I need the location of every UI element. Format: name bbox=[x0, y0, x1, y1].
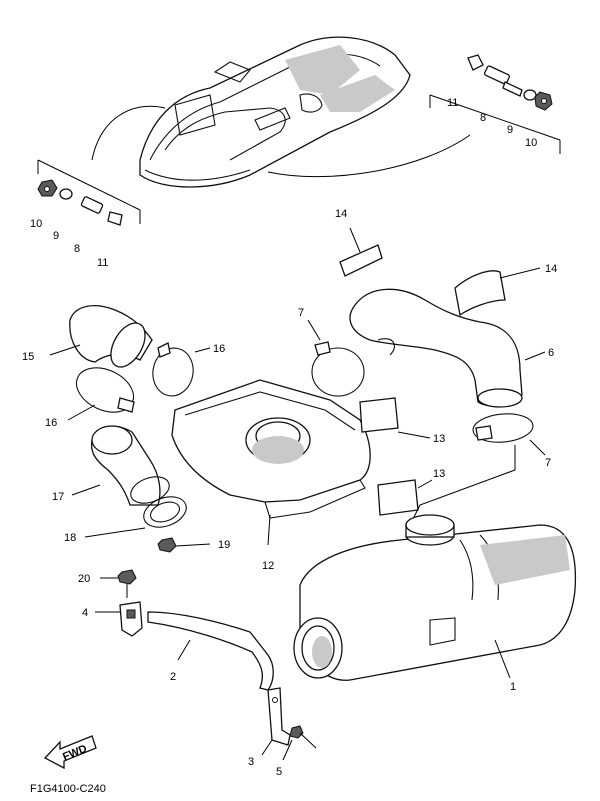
label-14-top: 14 bbox=[335, 208, 347, 220]
label-13-upper: 13 bbox=[433, 433, 445, 445]
gasket-18 bbox=[143, 496, 187, 528]
label-13-lower: 13 bbox=[433, 468, 445, 480]
watercraft-overview bbox=[91, 36, 471, 188]
clamp-7-upper bbox=[311, 341, 365, 397]
pad-14-top bbox=[339, 244, 383, 277]
fwd-arrow-icon: FWD bbox=[43, 735, 97, 770]
chamber-12 bbox=[171, 379, 371, 519]
bolt-20 bbox=[117, 569, 137, 598]
fwd-label: FWD bbox=[61, 743, 89, 764]
pad-13-upper bbox=[359, 397, 399, 433]
label-11-right: 11 bbox=[447, 97, 458, 109]
pad-14-right bbox=[454, 270, 506, 317]
label-16-lower: 16 bbox=[45, 417, 57, 429]
label-2: 2 bbox=[170, 671, 176, 683]
fastener-group-left bbox=[37, 179, 123, 226]
label-1: 1 bbox=[510, 681, 516, 693]
intake-elbow-17 bbox=[90, 425, 170, 506]
part-number-labels: 11 8 9 10 10 9 8 11 14 14 7 6 15 16 16 1… bbox=[22, 97, 557, 778]
label-3: 3 bbox=[248, 756, 254, 768]
hose-6 bbox=[349, 288, 523, 408]
label-15: 15 bbox=[22, 351, 34, 363]
pad-13-lower bbox=[377, 479, 419, 516]
label-7-upper: 7 bbox=[298, 307, 304, 319]
holder-4 bbox=[119, 601, 143, 637]
clamp-16-upper bbox=[152, 342, 194, 397]
muffler-1 bbox=[293, 514, 577, 681]
right-bracket-line bbox=[429, 94, 561, 141]
bolt-19 bbox=[157, 537, 211, 553]
elbow-hose-15 bbox=[69, 305, 153, 368]
label-12: 12 bbox=[262, 560, 274, 572]
label-5: 5 bbox=[276, 766, 282, 778]
clamp-16-lower bbox=[75, 367, 135, 413]
fastener-group-right bbox=[467, 54, 553, 111]
screw-5 bbox=[289, 725, 317, 749]
label-9-left: 9 bbox=[53, 230, 59, 242]
strap-2 bbox=[147, 611, 274, 691]
label-4: 4 bbox=[82, 607, 88, 619]
label-18: 18 bbox=[64, 532, 76, 544]
label-17: 17 bbox=[52, 491, 64, 503]
clamp-7-lower bbox=[472, 413, 534, 443]
left-bracket-line bbox=[37, 159, 141, 211]
bracket-3 bbox=[267, 687, 291, 746]
label-20: 20 bbox=[78, 573, 90, 585]
label-19: 19 bbox=[218, 539, 230, 551]
label-7-lower: 7 bbox=[545, 457, 551, 469]
label-16-upper: 16 bbox=[213, 343, 225, 355]
diagram-code: F1G4100-C240 bbox=[30, 783, 106, 795]
label-8-right: 8 bbox=[480, 112, 486, 124]
label-9-right: 9 bbox=[507, 124, 513, 136]
label-14-right: 14 bbox=[545, 263, 557, 275]
label-8-left: 8 bbox=[74, 243, 80, 255]
label-11-left: 11 bbox=[97, 257, 108, 269]
label-6: 6 bbox=[548, 347, 554, 359]
label-10-right: 10 bbox=[525, 137, 537, 149]
label-10-left: 10 bbox=[30, 218, 42, 230]
